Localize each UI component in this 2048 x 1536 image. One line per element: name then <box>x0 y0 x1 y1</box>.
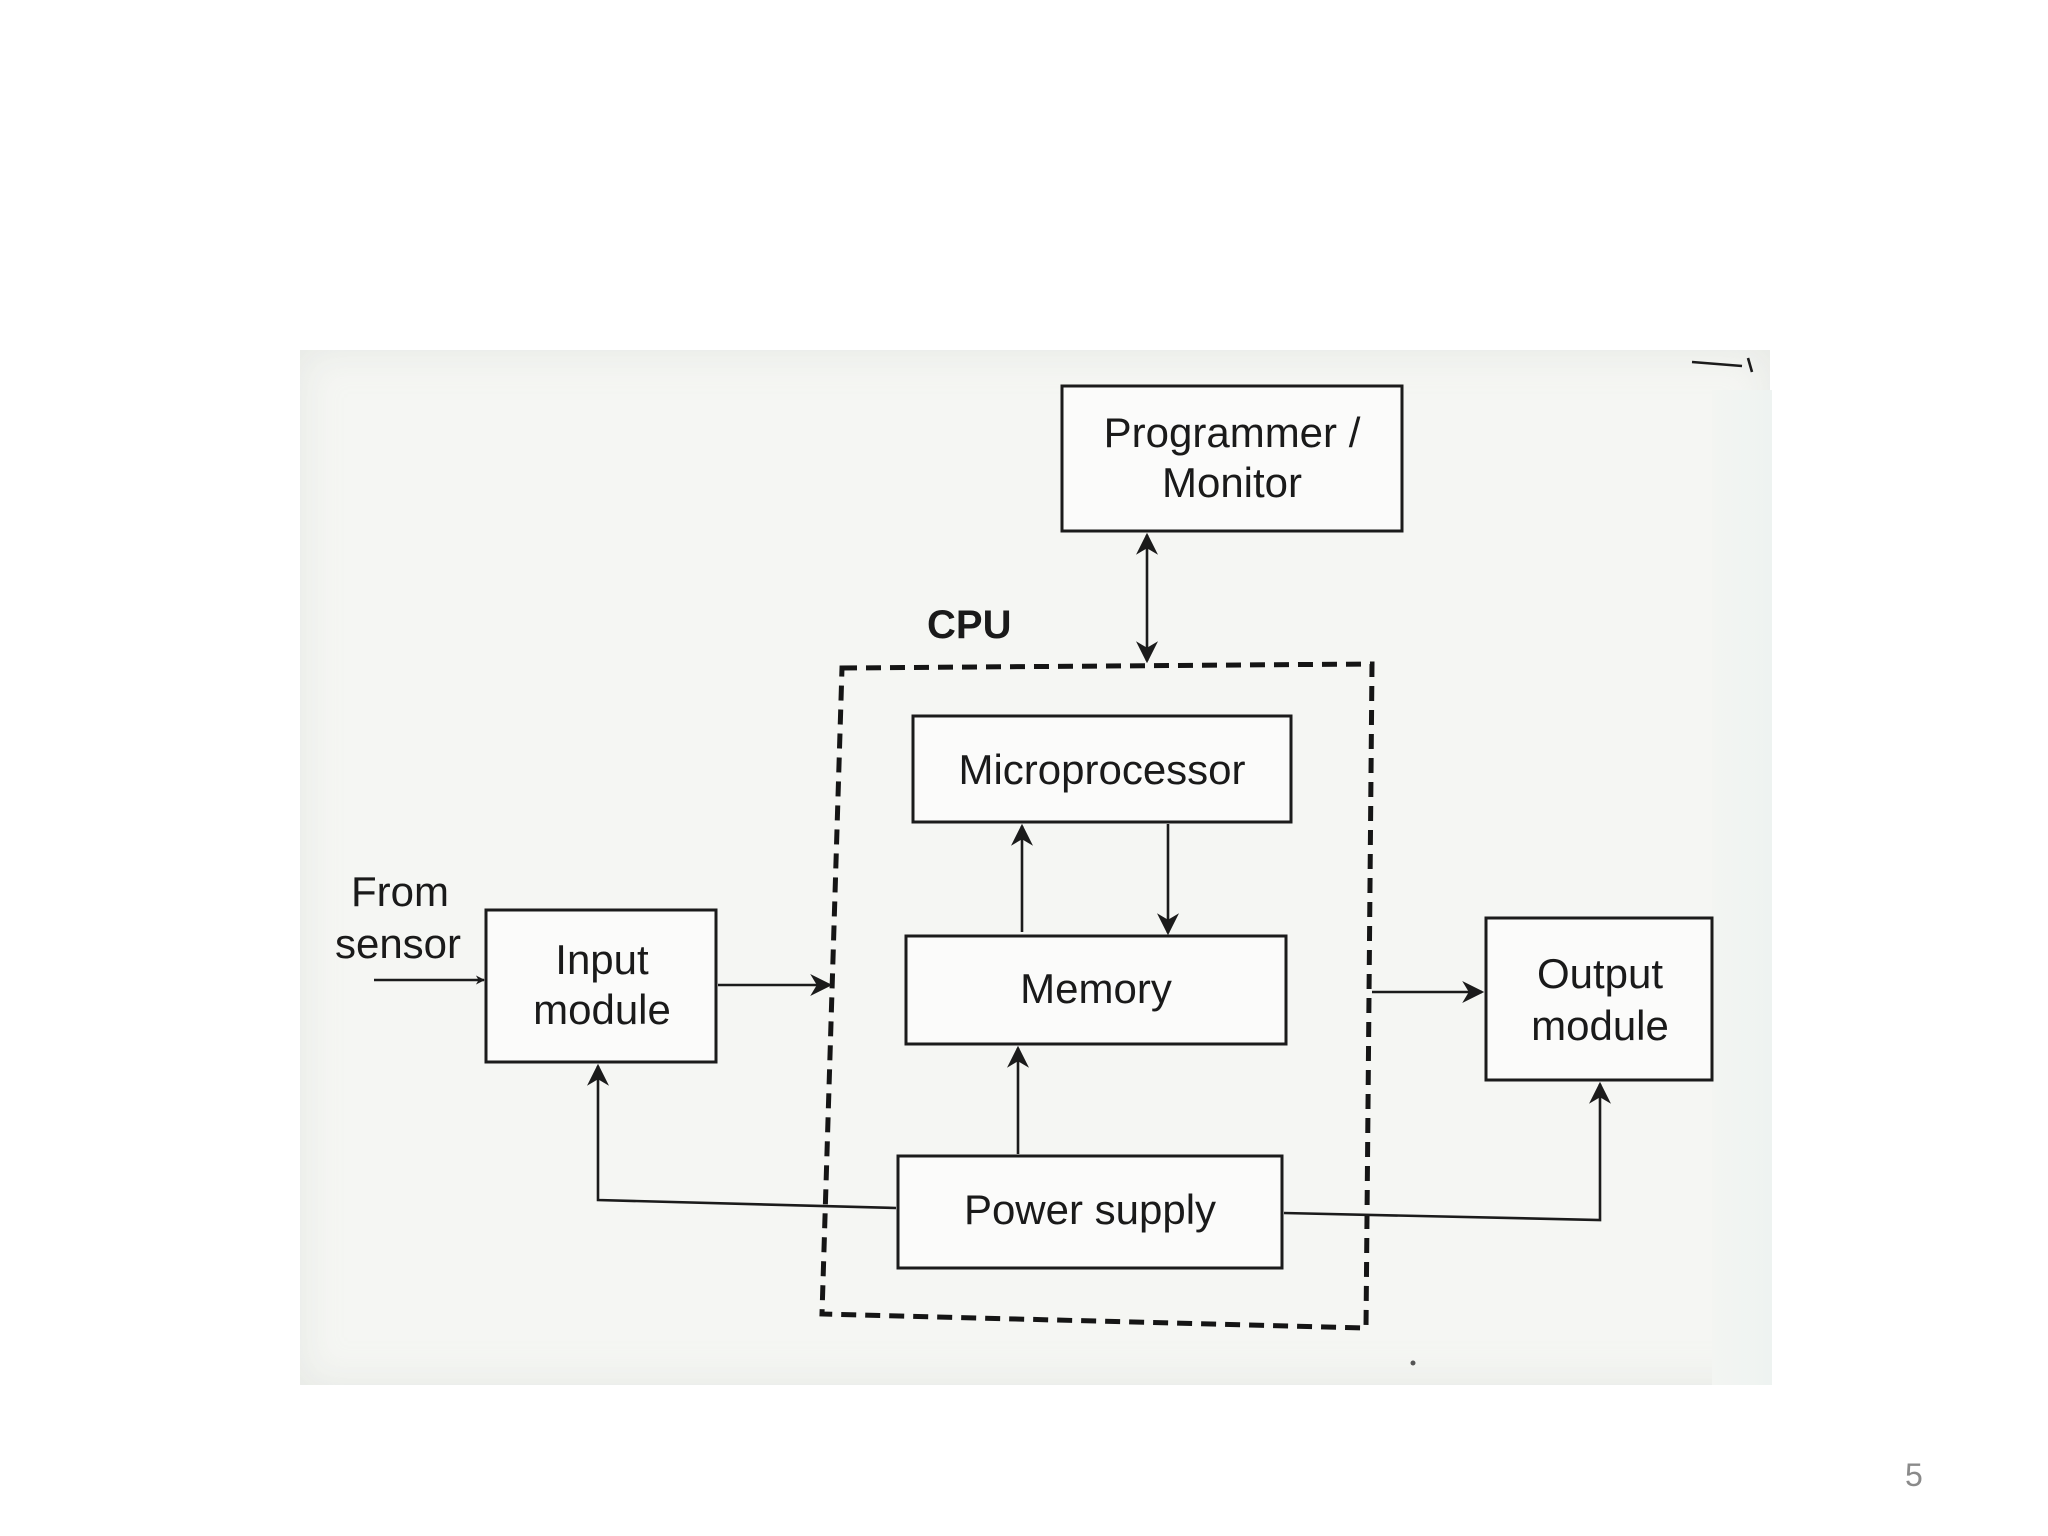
cpu-label: CPU <box>927 603 1011 647</box>
programmer-monitor-box <box>1060 384 1404 533</box>
page-number: 5 <box>1905 1457 1923 1493</box>
scan-edge <box>1712 390 1772 1385</box>
edge-power-output <box>1283 1081 1611 1222</box>
power-supply-label: Power supply <box>964 1186 1216 1233</box>
input-module-label-line1: Input <box>555 936 649 983</box>
scan-mark <box>1746 357 1754 373</box>
scan-speck <box>1410 1360 1416 1366</box>
microprocessor-node: Microprocessor <box>911 714 1293 824</box>
from-sensor-label-line1: From <box>351 868 449 915</box>
programmer-monitor-label-line1: Programmer / <box>1104 409 1361 456</box>
memory-box <box>904 934 1288 1046</box>
output-module-label-line2: module <box>1531 1002 1669 1049</box>
output-module-node: Output module <box>1484 916 1714 1082</box>
input-module-box <box>484 908 718 1064</box>
programmer-monitor-label-line2: Monitor <box>1162 459 1302 506</box>
output-module-label-line1: Output <box>1537 950 1663 997</box>
memory-node: Memory <box>904 934 1288 1046</box>
microprocessor-box <box>911 714 1293 824</box>
scan-mark <box>1691 360 1743 368</box>
from-sensor-label-line2: sensor <box>335 920 461 967</box>
output-module-box <box>1484 916 1714 1082</box>
microprocessor-label: Microprocessor <box>958 746 1245 793</box>
power-supply-node: Power supply <box>896 1154 1284 1270</box>
input-module-label-line2: module <box>533 986 671 1033</box>
input-module-node: Input module <box>484 908 718 1064</box>
memory-label: Memory <box>1020 965 1172 1012</box>
edge-power-input <box>587 1063 897 1210</box>
power-supply-box <box>896 1154 1284 1270</box>
cpu-boundary <box>819 661 1375 1331</box>
programmer-monitor-node: Programmer / Monitor <box>1060 384 1404 533</box>
